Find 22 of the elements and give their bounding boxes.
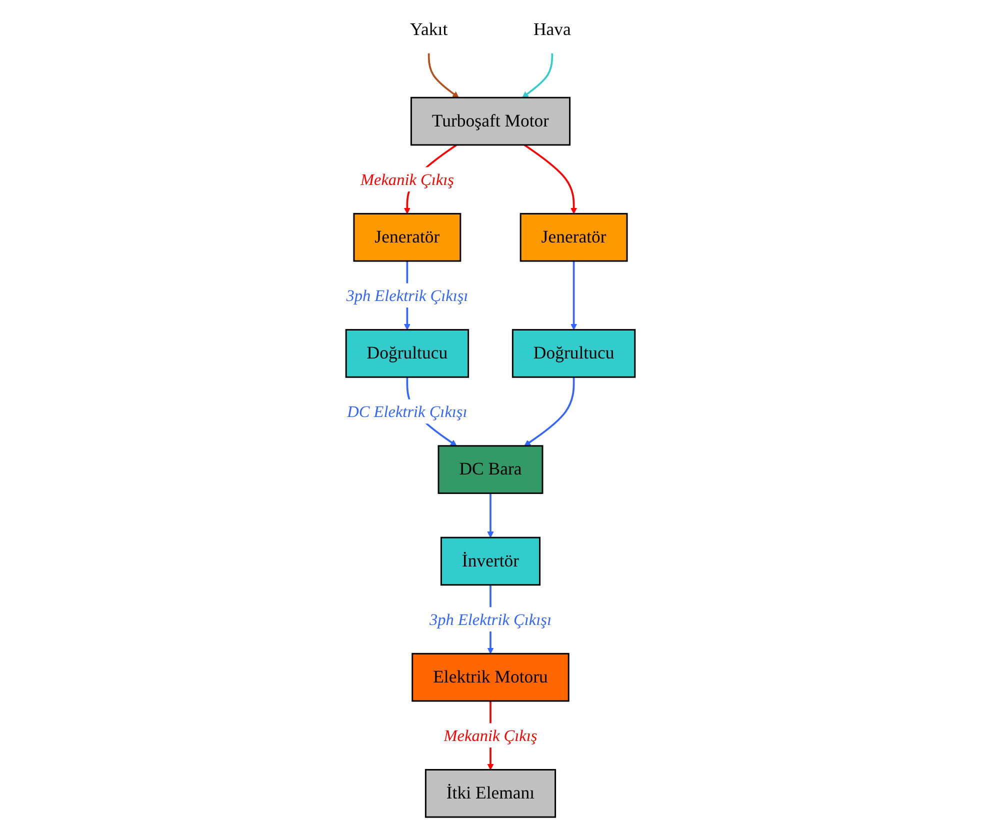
edge-label: Mekanik Çıkış: [444, 726, 538, 745]
node-box: Jeneratör: [353, 212, 462, 262]
node-text: Hava: [533, 20, 571, 40]
edge-label: 3ph Elektrik Çıkışı: [346, 286, 468, 305]
arrow: [487, 493, 494, 538]
edge-label: Mekanik Çıkış: [360, 170, 454, 189]
arrow: [570, 261, 578, 330]
node-box: Doğrultucu: [345, 329, 470, 378]
node-box: Turboşaft Motor: [410, 96, 571, 146]
node-box: DC Bara: [438, 445, 544, 494]
node-box: Jeneratör: [520, 212, 628, 262]
arrow: [522, 53, 554, 98]
arrow: [524, 144, 578, 214]
edge-label: 3ph Elektrik Çıkışı: [430, 610, 552, 629]
node-box: Elektrik Motoru: [412, 652, 570, 702]
node-text: Yakıt: [410, 20, 448, 40]
node-box: İnvertör: [440, 536, 541, 586]
edge-label: DC Elektrik Çıkışı: [347, 402, 468, 421]
node-box: Doğrultucu: [512, 329, 636, 378]
arrow: [524, 377, 575, 446]
arrow: [428, 53, 459, 98]
node-box: İtki Elemanı: [424, 769, 556, 818]
